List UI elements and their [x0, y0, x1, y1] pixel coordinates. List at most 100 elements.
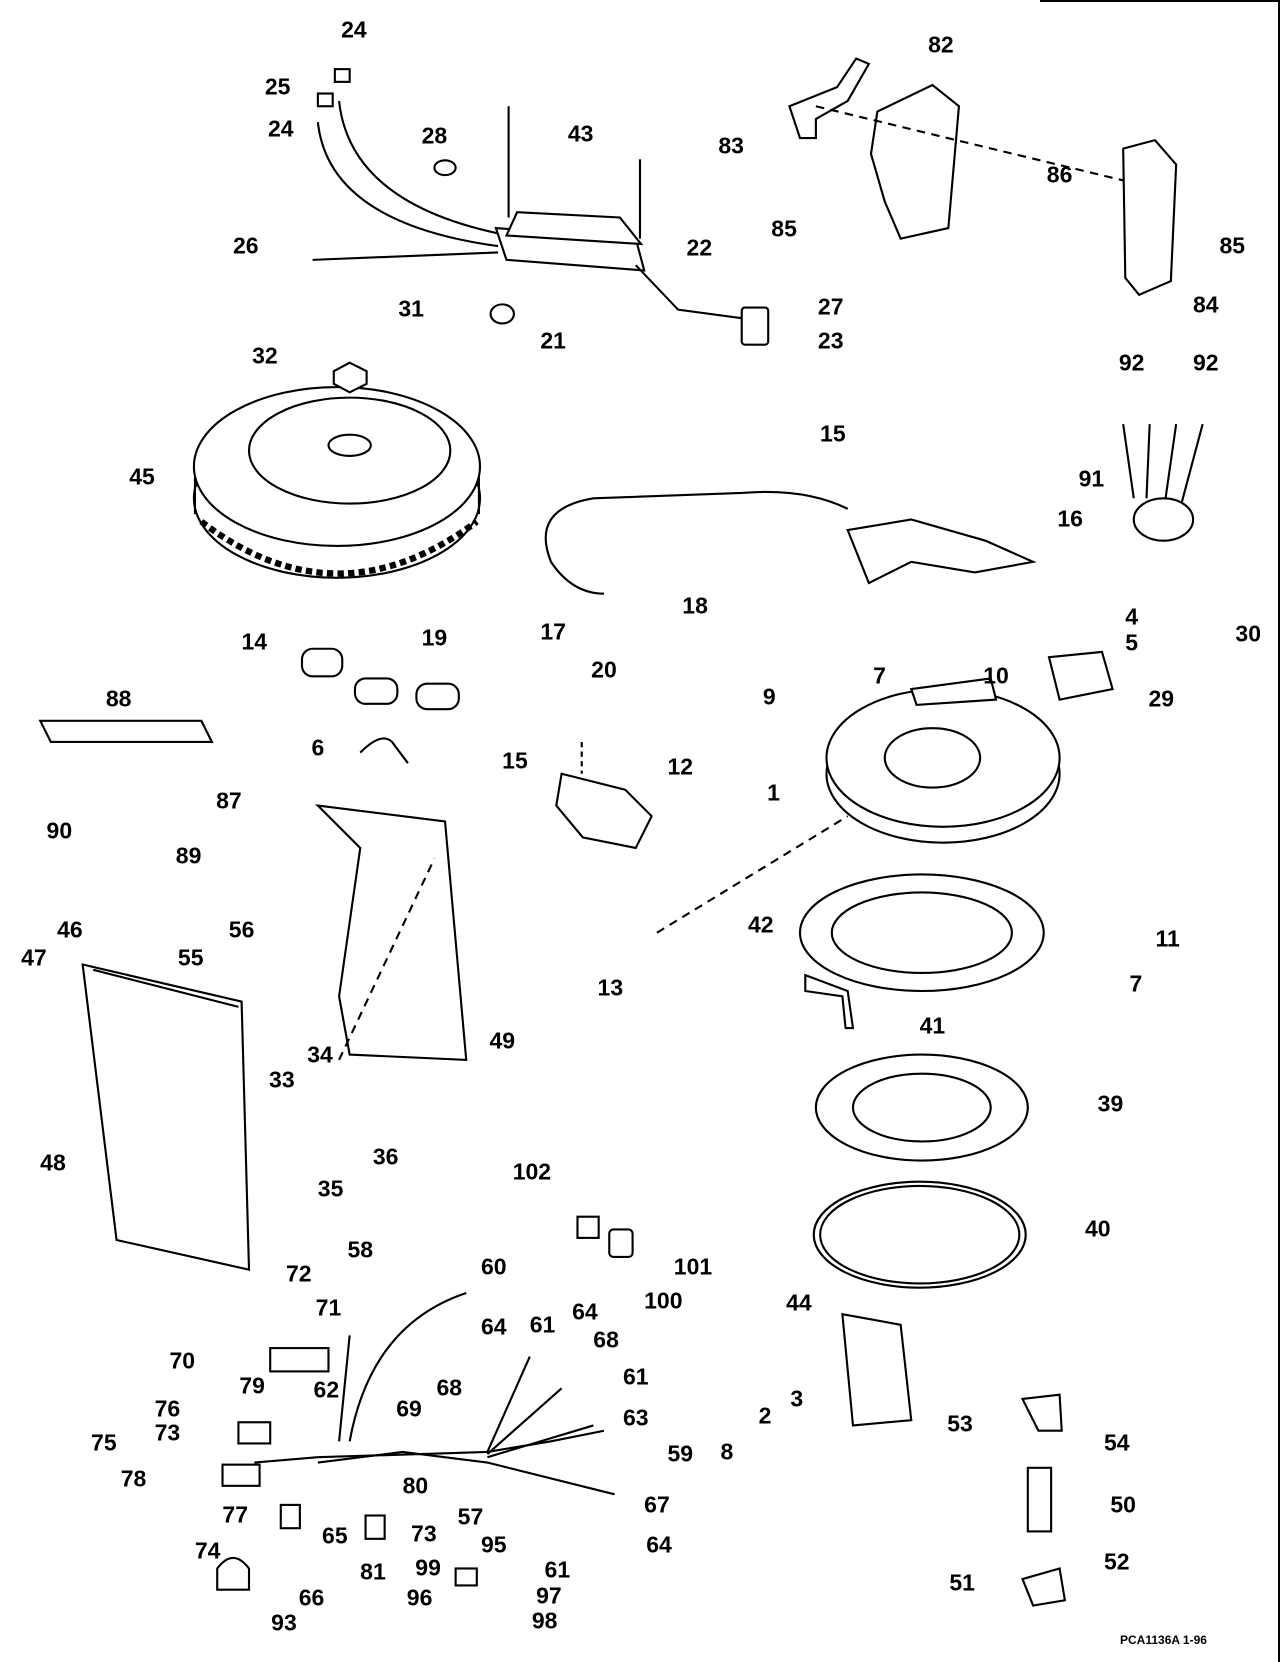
callout-66: 66: [298, 1584, 325, 1611]
callout-86: 86: [1046, 161, 1073, 188]
callout-31: 31: [398, 295, 424, 322]
callout-27: 27: [817, 293, 844, 320]
callout-16: 16: [1057, 505, 1083, 532]
callout-4: 4: [1125, 603, 1139, 630]
callout-28: 28: [421, 122, 448, 149]
callout-17: 17: [540, 618, 566, 645]
callout-73: 73: [411, 1520, 437, 1547]
callout-26: 26: [233, 232, 259, 259]
callout-24: 24: [341, 16, 367, 43]
callout-48: 48: [40, 1149, 66, 1176]
callout-21: 21: [540, 327, 566, 354]
sleeve-part: [353, 677, 399, 705]
callout-102: 102: [512, 1158, 552, 1185]
callout-34: 34: [307, 1041, 333, 1068]
callout-50: 50: [1110, 1491, 1136, 1518]
callout-7: 7: [1129, 970, 1143, 997]
callout-32: 32: [252, 342, 278, 369]
callout-18: 18: [682, 592, 708, 619]
callout-78: 78: [120, 1465, 147, 1492]
callout-39: 39: [1097, 1090, 1124, 1117]
boot-lower-part: [1021, 1567, 1067, 1607]
callout-81: 81: [360, 1558, 386, 1585]
callout-58: 58: [347, 1236, 374, 1263]
tube-part: [1026, 1466, 1053, 1533]
armature-plate-part: [825, 687, 1061, 844]
callout-89: 89: [175, 842, 202, 869]
callout-19: 19: [421, 624, 448, 651]
callout-23: 23: [817, 327, 844, 354]
callout-24: 24: [267, 115, 294, 142]
callout-79: 79: [239, 1372, 265, 1399]
callout-30: 30: [1235, 620, 1261, 647]
callout-55: 55: [177, 944, 204, 971]
callout-64: 64: [480, 1313, 507, 1340]
callout-15: 15: [820, 420, 846, 447]
callout-67: 67: [644, 1491, 670, 1518]
callout-53: 53: [947, 1410, 973, 1437]
callout-64: 64: [646, 1531, 672, 1558]
callout-29: 29: [1148, 685, 1175, 712]
callout-5: 5: [1125, 629, 1139, 656]
callout-42: 42: [747, 911, 774, 938]
callout-75: 75: [91, 1429, 117, 1456]
callout-8: 8: [720, 1438, 734, 1465]
border-line-top: [1040, 0, 1280, 2]
grommet-part: [300, 647, 344, 678]
pulser-coil-part: [555, 772, 653, 850]
callout-99: 99: [415, 1554, 441, 1581]
callout-96: 96: [406, 1584, 433, 1611]
bracket-part: [788, 57, 871, 140]
callout-61: 61: [622, 1363, 649, 1390]
sensor-cable-part: [544, 490, 849, 595]
callout-51: 51: [949, 1569, 975, 1596]
callout-72: 72: [286, 1260, 312, 1287]
callout-91: 91: [1078, 465, 1105, 492]
callout-98: 98: [531, 1607, 558, 1634]
callout-77: 77: [222, 1501, 249, 1528]
callout-6: 6: [311, 734, 325, 761]
callout-59: 59: [667, 1440, 694, 1467]
callout-10: 10: [983, 662, 1009, 689]
sensor-part: [1047, 650, 1114, 701]
callout-3: 3: [790, 1385, 804, 1412]
callout-61: 61: [529, 1311, 556, 1337]
wire-harness-part: [216, 1215, 634, 1591]
callout-33: 33: [269, 1066, 295, 1093]
callout-2: 2: [758, 1402, 772, 1429]
callout-25: 25: [264, 73, 291, 100]
clip-part: [359, 737, 409, 764]
callout-11: 11: [1155, 925, 1180, 952]
callout-88: 88: [105, 685, 132, 712]
callout-84: 84: [1193, 291, 1219, 318]
callout-61: 61: [544, 1556, 571, 1583]
callout-57: 57: [457, 1503, 484, 1530]
power-pack-part: [869, 83, 961, 240]
callout-69: 69: [396, 1395, 422, 1422]
callout-7: 7: [873, 662, 886, 689]
adjusting-link-part: [909, 677, 998, 707]
support-plate-part: [814, 1053, 1029, 1162]
callout-92: 92: [1118, 349, 1145, 376]
callout-36: 36: [372, 1143, 399, 1170]
callout-82: 82: [928, 31, 954, 57]
rectifier-part: [841, 1312, 913, 1427]
callout-9: 9: [762, 683, 776, 710]
cover-part: [1122, 138, 1178, 297]
callout-93: 93: [271, 1609, 297, 1636]
callout-14: 14: [241, 628, 268, 655]
callout-56: 56: [228, 916, 255, 943]
drawing-code: PCA1136A 1-96: [1120, 1633, 1207, 1647]
callout-45: 45: [129, 463, 155, 490]
callout-44: 44: [786, 1289, 812, 1316]
callout-35: 35: [317, 1175, 344, 1202]
callout-62: 62: [313, 1376, 340, 1403]
callout-54: 54: [1104, 1429, 1130, 1456]
flywheel-nut-part: [332, 361, 368, 394]
callout-71: 71: [315, 1294, 342, 1321]
callout-41: 41: [919, 1012, 946, 1039]
callout-49: 49: [489, 1027, 516, 1054]
callout-80: 80: [402, 1472, 429, 1499]
callout-68: 68: [436, 1374, 463, 1401]
